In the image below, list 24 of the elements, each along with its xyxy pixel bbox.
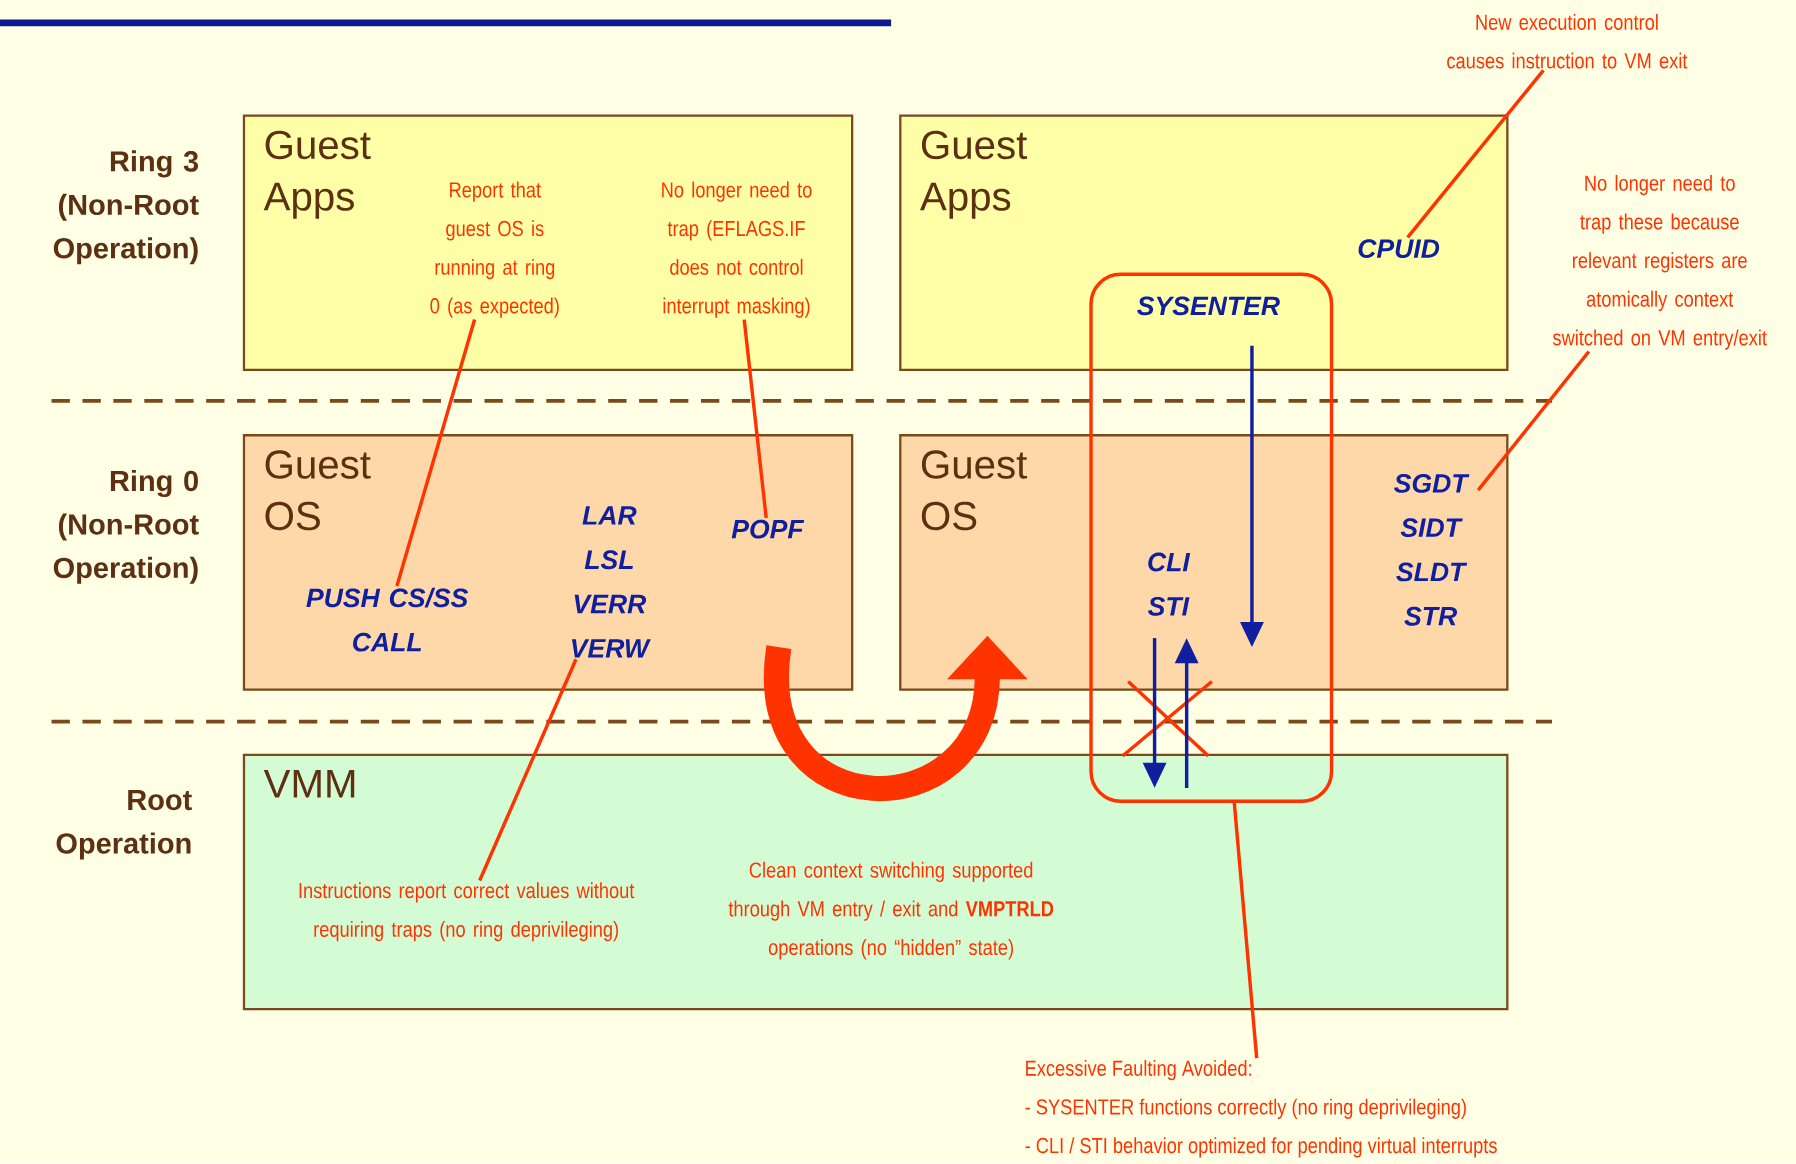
leader-line xyxy=(742,319,768,519)
annotation-text: Report that guest OS is running at ring 0 (as expected) xyxy=(430,181,559,318)
instruction-text: PUSH CS/SS CALL xyxy=(306,587,469,652)
instruction-text: SYSENTER xyxy=(1137,296,1280,316)
annotation-text: New execution control causes instruction to VM exit xyxy=(1447,14,1688,69)
instruction-text: CPUID xyxy=(1358,239,1440,259)
leader-line xyxy=(1476,350,1591,492)
annotation-text: Instructions report correct values without requiring traps (no ring deprivileging) xyxy=(299,882,635,942)
layer-label: Ring 3 (Non-Root Operation) xyxy=(53,150,199,265)
instruction-text: CLI STI xyxy=(1148,552,1191,616)
leader-line xyxy=(478,658,578,882)
annotation-text: No longer need to trap these because relevant registers are atomically context switched on VM entry/exit xyxy=(1552,175,1767,350)
leader-line xyxy=(395,319,477,587)
layer-label: Ring 0 (Non-Root Operation) xyxy=(53,470,199,584)
annotation-text: No longer need to trap (EFLAGS.IF does not control interrupt masking) xyxy=(662,181,812,318)
highlight-frame xyxy=(1089,272,1334,804)
annotation-text: Excessive Faulting Avoided: - SYSENTER functions correctly (no ring deprivileging) - CLI / STI behavior optimized for pending virtual interrupts xyxy=(1025,1060,1497,1158)
instruction-text: POPF xyxy=(731,519,805,539)
instruction-text: SGDT SIDT SLDT STR xyxy=(1394,474,1470,626)
annotation-text: Clean context switching supported through VM entry / exit and VMPTRLD operations (no “hidden” state) xyxy=(728,861,1054,960)
instruction-text: LAR LSL VERR VERW xyxy=(572,506,651,658)
leader-line xyxy=(1232,802,1259,1059)
leader-line xyxy=(1406,69,1545,239)
layer-label: Root Operation xyxy=(56,790,192,860)
